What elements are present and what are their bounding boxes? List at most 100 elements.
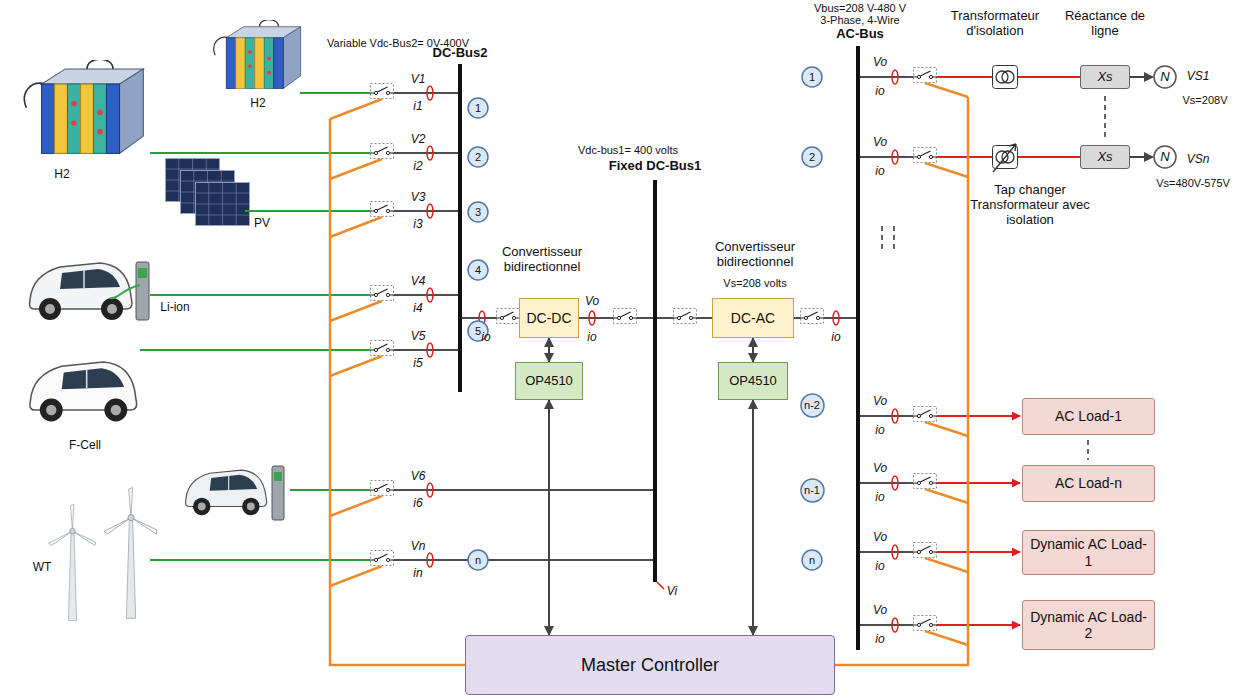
source-label: H2 xyxy=(54,168,69,182)
controller-box: OP4510 xyxy=(515,362,583,400)
grid-source-circle: N xyxy=(1153,65,1177,89)
voltage-label: VSn xyxy=(1187,153,1210,167)
feeder-wire xyxy=(394,349,458,351)
annotation-label: Vbus=208 V-480 V xyxy=(814,2,906,15)
fuel-cell-icon xyxy=(24,59,143,153)
feeder-wire xyxy=(394,77,913,625)
source-label: H2 xyxy=(250,97,265,111)
signal-label: i5 xyxy=(413,357,422,371)
circle-outline xyxy=(468,147,488,167)
grid-source-circle: N xyxy=(1153,145,1177,169)
annotation-label: Convertisseur bidirectionnel xyxy=(703,240,808,270)
feeder-wire xyxy=(860,482,913,484)
circle-outline xyxy=(802,67,822,87)
node-label: 3 xyxy=(475,206,481,219)
switch-symbol xyxy=(913,68,937,83)
node-text-block: OP4510 xyxy=(525,374,573,389)
signal-label: io xyxy=(875,165,884,179)
node-label: DC-AC xyxy=(731,310,775,326)
source-label: Li-ion xyxy=(160,301,189,315)
current-sensor xyxy=(892,150,898,164)
current-sensor xyxy=(427,343,433,357)
signal-label: i6 xyxy=(413,497,422,511)
signal-label: io xyxy=(875,491,884,505)
switch-symbol xyxy=(913,474,937,489)
load-box: AC Load-1 xyxy=(1022,398,1155,435)
ac-output-wire xyxy=(937,624,1020,626)
continuation-dashes xyxy=(881,226,883,252)
fuel-cell-icon xyxy=(24,59,143,153)
signal-label: V3 xyxy=(411,191,426,205)
node-label: N xyxy=(1160,150,1169,165)
source-cable xyxy=(150,559,370,561)
feeder-wire xyxy=(860,415,913,417)
switch-symbol xyxy=(800,309,824,324)
switch-symbol xyxy=(913,543,937,558)
converter-box: DC-AC xyxy=(712,298,794,338)
switch-symbol xyxy=(370,341,394,356)
pv-panel-icon xyxy=(195,182,250,226)
ac-output-wire xyxy=(937,156,992,158)
source-cable xyxy=(140,93,370,560)
ev-li-ion-icon xyxy=(138,268,147,278)
node-text-block: Xs xyxy=(1097,70,1112,85)
control-wire xyxy=(330,217,382,237)
double-arrow xyxy=(548,338,550,362)
fuel-cell-icon xyxy=(214,20,301,89)
signal-label: in xyxy=(413,567,422,581)
node-label: 2 xyxy=(809,151,815,164)
transformer-symbol xyxy=(993,66,1018,89)
node-label: 4 xyxy=(475,264,481,277)
node-text-block: 5 xyxy=(475,325,481,338)
source-label: F-Cell xyxy=(69,439,101,453)
node-text-block: Xs xyxy=(1097,150,1112,165)
annotation-label: Vdc-bus1= 400 volts xyxy=(578,144,678,157)
bus-port-circle: 2 xyxy=(801,146,823,168)
source-label: PV xyxy=(254,217,270,231)
feeder-wire xyxy=(394,92,458,94)
node-label: Master Controller xyxy=(581,655,719,676)
feeder-wire xyxy=(860,624,913,626)
bus-bar xyxy=(458,64,462,392)
fuel-cell-car-icon xyxy=(30,362,137,421)
voltage-label: Vs=208V xyxy=(1183,94,1228,107)
ac-output-wire xyxy=(937,551,1020,553)
double-arrow xyxy=(752,400,754,635)
node-label: OP4510 xyxy=(525,374,573,389)
annotation-label: DC-Bus2 xyxy=(433,46,488,61)
bus-port-circle: n-1 xyxy=(800,478,825,503)
node-label: 1 xyxy=(809,71,815,84)
ev-li-ion-icon xyxy=(110,285,140,298)
node-text-block: AC Load-n xyxy=(1055,475,1122,491)
voltage-label: VS1 xyxy=(1187,70,1210,84)
voltage-label: Vs=480V-575V xyxy=(1156,177,1230,190)
current-sensor xyxy=(427,86,433,100)
circle-outline xyxy=(468,260,488,280)
circle-outline xyxy=(468,98,488,118)
annotation-label: Réactance de ligne xyxy=(1060,9,1150,39)
switch-symbol xyxy=(673,309,697,324)
node-text-block: Master Controller xyxy=(581,655,719,676)
signal-label: i1 xyxy=(413,100,422,114)
feeder-wire xyxy=(860,76,913,78)
signal-label: io xyxy=(587,331,596,345)
signal-label: i3 xyxy=(413,218,422,232)
ac-output-wire xyxy=(937,76,992,78)
switch-symbol xyxy=(370,144,394,159)
control-wire xyxy=(925,631,968,645)
fuel-cell-car-icon xyxy=(30,362,137,421)
wind-turbine-icon xyxy=(104,487,158,618)
current-sensor xyxy=(427,204,433,218)
node-text-block: 1 xyxy=(809,71,815,84)
feeder-wire xyxy=(394,294,458,296)
control-wire xyxy=(330,496,382,516)
annotation-label: Tap changer Transformateur avec isolatio… xyxy=(970,183,1090,228)
arrow xyxy=(1130,156,1153,158)
signal-label: i2 xyxy=(413,160,422,174)
node-label: n-1 xyxy=(804,484,820,497)
converter-box: DC-DC xyxy=(519,298,579,338)
ev-charging-icon xyxy=(186,466,284,520)
feeder-wire xyxy=(860,551,913,553)
